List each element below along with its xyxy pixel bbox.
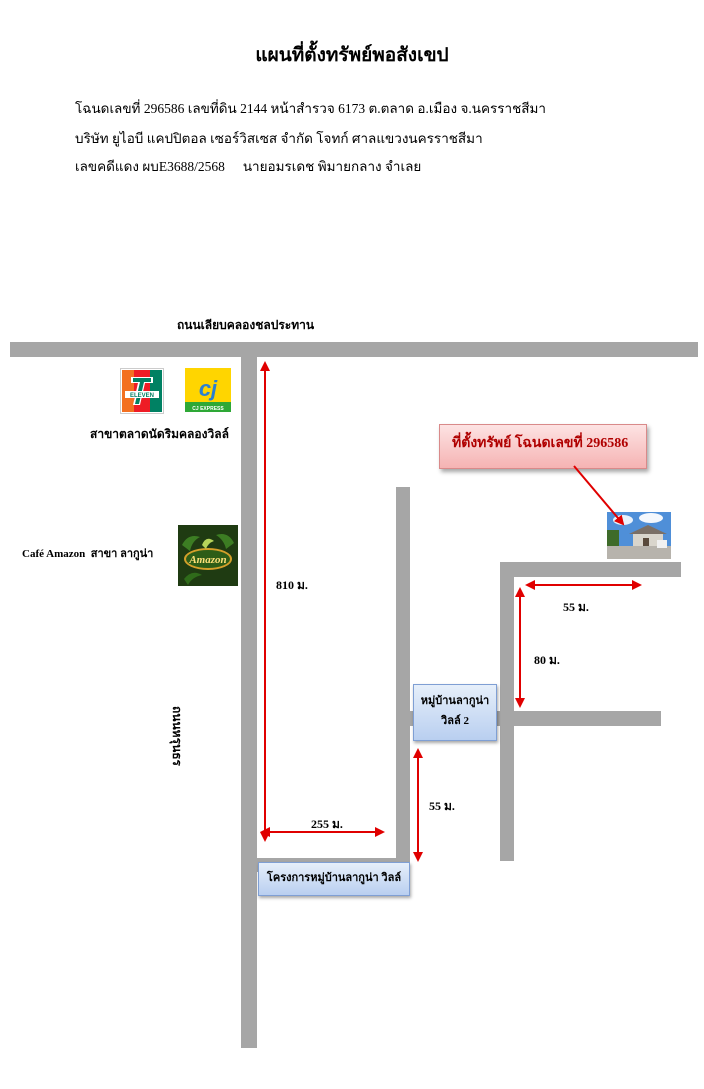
seven-eleven-icon: ELEVEN xyxy=(122,370,162,412)
case-info-line: เลขคดีแดง ผบE3688/2568 นายอมรเดช พิมายกลา… xyxy=(75,155,421,177)
svg-text:ELEVEN: ELEVEN xyxy=(130,393,154,399)
distance-810-label: 810 ม. xyxy=(276,578,308,592)
cj-express-logo: cj CJ EXPRESS xyxy=(185,368,231,412)
inner-soi-road xyxy=(514,711,661,726)
cafe-name: Café Amazon xyxy=(22,548,86,560)
defendant-name: นายอมรเดช พิมายกลาง จำเลย xyxy=(242,159,422,174)
pointer-arrow xyxy=(573,465,625,526)
stores-branch-label: สาขาตลาดนัดริมคลองวิลล์ xyxy=(90,427,229,441)
parties-info-line: บริษัท ยูไอบี แคปปิตอล เซอร์วิสเซส จำกัด… xyxy=(75,131,483,146)
top-road-label: ถนนเลียบคลองชลประทาน xyxy=(177,318,315,332)
svg-text:CJ EXPRESS: CJ EXPRESS xyxy=(192,406,224,412)
distance-55-upper-label: 55 ม. xyxy=(563,600,589,614)
middle-soi-road xyxy=(396,487,410,872)
seven-eleven-logo: ELEVEN xyxy=(120,368,164,414)
village-2-line2: วิลล์ 2 xyxy=(441,715,469,727)
upper-soi-road xyxy=(500,562,681,577)
project-label: โครงการหมู่บ้านลากูน่า วิลล์ xyxy=(258,862,410,896)
village-2-label: หมู่บ้านลากูน่า วิลล์ 2 xyxy=(413,684,497,741)
cj-express-icon: cj CJ EXPRESS xyxy=(185,368,231,412)
distance-55-lower-label: 55 ม. xyxy=(429,799,455,813)
top-road xyxy=(10,342,698,357)
deed-info-line: โฉนดเลขที่ 296586 เลขที่ดิน 2144 หน้าสำร… xyxy=(75,101,546,116)
distance-80-label: 80 ม. xyxy=(534,653,560,667)
map-title: แผนที่ตั้งทรัพย์พอสังเขป xyxy=(255,45,449,66)
right-soi-road xyxy=(500,577,514,861)
svg-text:Amazon: Amazon xyxy=(188,554,226,566)
property-location-label: ที่ตั้งทรัพย์ โฉนดเลขที่ 296586 xyxy=(439,424,647,469)
cafe-amazon-icon: Amazon xyxy=(178,525,238,586)
cafe-amazon-label: Café Amazon สาขา ลากูน่า xyxy=(22,544,153,562)
main-side-road xyxy=(241,357,257,1048)
svg-text:cj: cj xyxy=(199,376,218,401)
cafe-amazon-logo: Amazon xyxy=(178,525,238,586)
cafe-branch: สาขา ลากูน่า xyxy=(90,548,154,560)
case-number: เลขคดีแดง ผบE3688/2568 xyxy=(75,159,225,174)
village-2-line1: หมู่บ้านลากูน่า xyxy=(420,695,490,707)
